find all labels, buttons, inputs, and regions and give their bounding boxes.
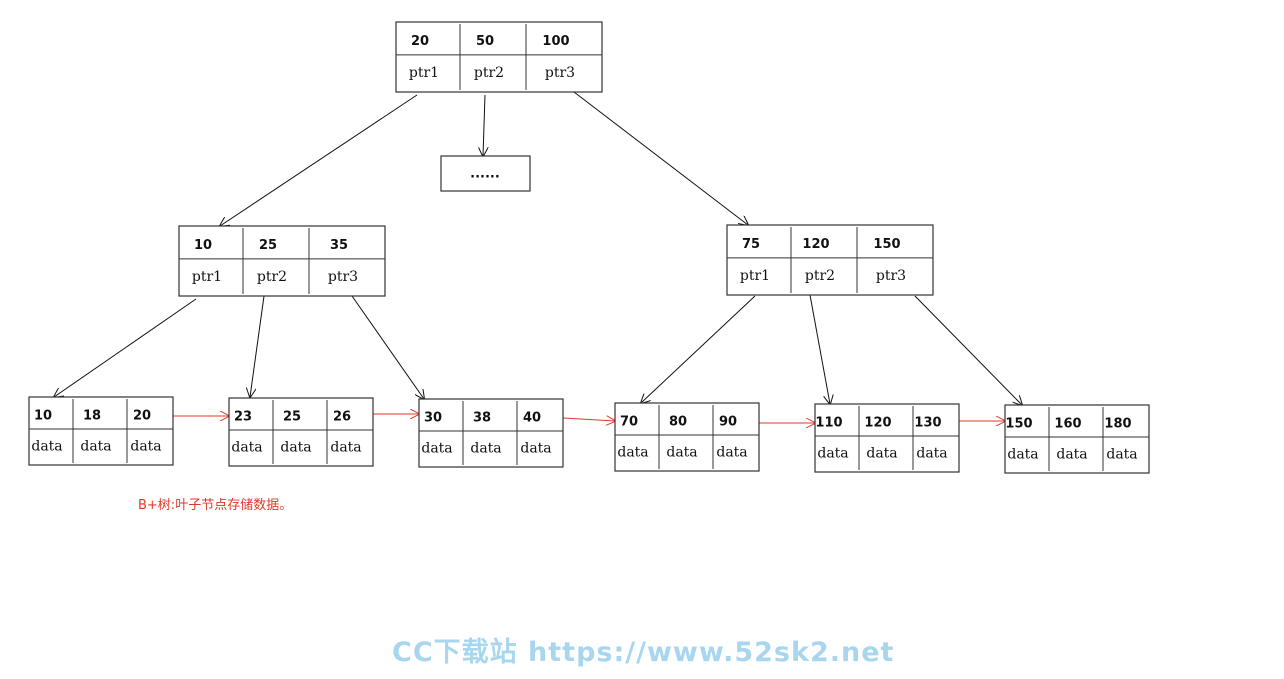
leaf-node-3-box [418,398,564,468]
leaf-node-1-data-2: data [80,439,111,455]
leaf-node-4-data-3: data [716,445,747,461]
edge-internal2-ptr1 [641,295,756,403]
leaf-node-5-key-2: 120 [864,416,891,431]
root-node-box [395,21,603,93]
leaf-node-6-data-1: data [1007,447,1038,463]
leaf-node-5-key-1: 110 [815,416,842,431]
edge-internal2-ptr2 [809,294,830,404]
leaf-node-2-data-2: data [280,440,311,456]
root-node-key-3: 100 [542,34,569,49]
edge-root-ptr2 [483,94,485,156]
leaf-node-6-key-2: 160 [1054,417,1081,432]
internal-node-1-key-3: 35 [330,238,348,253]
ellipsis-text: ...... [470,167,500,182]
internal-node-2-key-1: 75 [742,237,760,252]
leaf-node-1-data-1: data [31,439,62,455]
leaf-node-6-box [1004,404,1150,474]
watermark-text: CC下载站 https://www.52sk2.net [392,637,895,668]
internal-node-1-key-1: 10 [194,238,212,253]
leaf-node-6-data-3: data [1106,447,1137,463]
leaf-node-3-key-3: 40 [523,411,541,426]
leaf-node-1-box [28,396,174,466]
leaf-node-6: 150 data 160 data 180 data [1004,404,1150,474]
ellipsis-node: ...... [440,155,531,192]
leaf-node-3-data-2: data [470,441,501,457]
internal-node-1: 10 ptr1 25 ptr2 35 ptr3 [178,225,386,297]
caption-text: B+树:叶子节点存储数据。 [138,498,293,513]
root-node: 20 ptr1 50 ptr2 100 ptr3 [395,21,603,93]
leaf-node-4-key-2: 80 [669,415,687,430]
edge-internal1-ptr1 [54,298,197,397]
leaf-node-2-data-1: data [231,440,262,456]
leaf-node-5-data-2: data [866,446,897,462]
leaf-node-5-key-3: 130 [914,416,941,431]
leaf-node-2-data-3: data [330,440,361,456]
internal-node-2-key-2: 120 [802,237,829,252]
leaf-node-6-data-2: data [1056,447,1087,463]
leaf-node-3-key-2: 38 [473,411,491,426]
internal-node-1-ptr-3: ptr3 [328,269,358,285]
leaf-node-5-data-1: data [817,446,848,462]
leaf-node-4-data-2: data [666,445,697,461]
leaf-node-3-data-1: data [421,441,452,457]
internal-node-2-ptr-3: ptr3 [876,268,906,284]
internal-node-2-key-3: 150 [873,237,900,252]
internal-node-2-ptr-1: ptr1 [740,268,770,284]
root-node-ptr-1: ptr1 [409,65,439,81]
internal-node-2-ptr-2: ptr2 [805,268,835,284]
leaf-node-1: 10 data 18 data 20 data [28,396,174,466]
leaf-node-2-box [228,397,374,467]
leaf-node-3-key-1: 30 [424,411,442,426]
leaf-node-4-data-1: data [617,445,648,461]
root-node-key-2: 50 [476,34,494,49]
leaf-node-6-key-3: 180 [1104,417,1131,432]
leaf-node-1-key-2: 18 [83,409,101,424]
leaf-node-4-box [614,402,760,472]
leaf-node-5-data-3: data [916,446,947,462]
internal-node-1-box [178,225,386,297]
leaf-node-3-data-3: data [520,441,551,457]
edge-internal1-ptr3 [351,295,424,399]
edge-internal2-ptr3 [914,295,1022,405]
leaf-node-3: 30 data 38 data 40 data [418,398,564,468]
leaf-node-1-data-3: data [130,439,161,455]
internal-node-2-box [726,224,934,296]
internal-node-1-ptr-2: ptr2 [257,269,287,285]
internal-node-1-ptr-1: ptr1 [192,269,222,285]
leaf-node-4-key-3: 90 [719,415,737,430]
edge-internal1-ptr2 [250,295,265,397]
leaf-node-1-key-3: 20 [133,409,151,424]
leaf-node-2-key-3: 26 [333,410,351,425]
root-node-ptr-3: ptr3 [545,65,575,81]
leaf-node-6-key-1: 150 [1005,417,1032,432]
leaf-node-2: 23 data 25 data 26 data [228,397,374,467]
internal-node-2: 75 ptr1 120 ptr2 150 ptr3 [726,224,934,296]
leaf-node-5-box [814,403,960,473]
edge-root-ptr1 [220,94,418,226]
ellipsis-node-box [440,155,531,192]
leaf-node-2-key-2: 25 [283,410,301,425]
leaf-node-5: 110 data 120 data 130 data [814,403,960,473]
leaf-node-4: 70 data 80 data 90 data [614,402,760,472]
root-node-ptr-2: ptr2 [474,65,504,81]
leaf-node-4-key-1: 70 [620,415,638,430]
root-node-key-1: 20 [411,34,429,49]
leaf-node-2-key-1: 23 [234,410,252,425]
leaf-node-1-key-1: 10 [34,409,52,424]
internal-node-1-key-2: 25 [259,238,277,253]
leaf-link-3-4 [562,418,615,421]
edge-root-ptr3 [573,91,748,225]
